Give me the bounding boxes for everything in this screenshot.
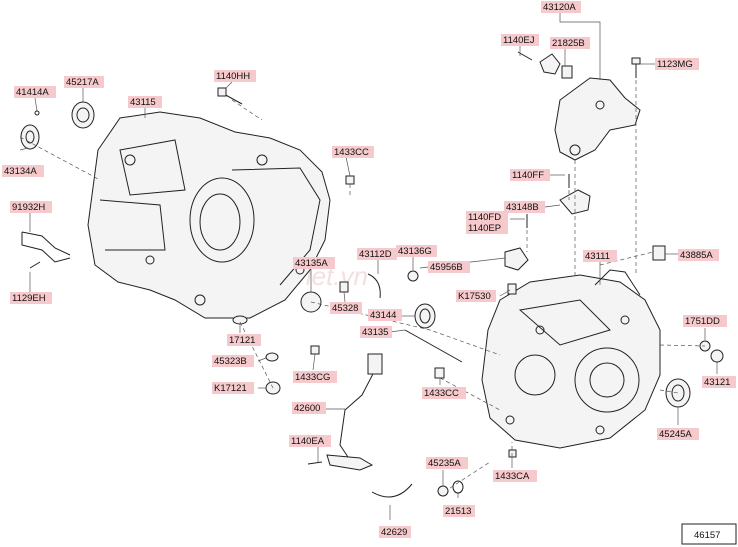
part-21825b-bracket — [539, 53, 561, 75]
svg-text:21825B: 21825B — [552, 38, 585, 49]
label-43121[interactable]: 43121 — [702, 376, 736, 388]
svg-text:43135A: 43135A — [295, 258, 328, 269]
svg-text:1433CG: 1433CG — [295, 372, 330, 383]
label-43885A[interactable]: 43885A — [678, 249, 719, 261]
page-code-box: 46157 — [681, 523, 737, 545]
svg-text:43136G: 43136G — [398, 246, 432, 257]
label-45956B[interactable]: 45956B — [428, 261, 470, 273]
label-1140HH[interactable]: 1140HH — [214, 70, 256, 82]
label-17121[interactable]: 17121 — [227, 334, 261, 346]
part-bushing — [561, 65, 573, 79]
svg-text:41414A: 41414A — [16, 87, 49, 98]
svg-text:45323B: 45323B — [214, 356, 247, 367]
label-43111[interactable]: 43111 — [583, 250, 617, 262]
svg-text:1140HH: 1140HH — [216, 71, 250, 82]
label-45328[interactable]: 45328 — [330, 302, 362, 314]
label-21825B[interactable]: 21825B — [550, 37, 590, 49]
svg-text:1140EP: 1140EP — [468, 223, 501, 234]
svg-text:1433CC: 1433CC — [424, 388, 459, 399]
svg-text:43148B: 43148B — [506, 202, 539, 213]
svg-text:1140FD: 1140FD — [468, 212, 501, 223]
label-1751DD[interactable]: 1751DD — [683, 315, 727, 327]
svg-text:42629: 42629 — [381, 527, 407, 538]
label-42629[interactable]: 42629 — [379, 526, 411, 538]
label-45245A[interactable]: 45245A — [657, 428, 699, 440]
svg-text:43885A: 43885A — [680, 250, 713, 261]
svg-text:43134A: 43134A — [4, 166, 37, 177]
label-43134A[interactable]: 43134A — [2, 165, 44, 177]
label-43136G[interactable]: 43136G — [396, 245, 437, 257]
part-labels: 43120A 1140EJ 21825B 1123MG 41414A 45217… — [2, 1, 736, 538]
label-1433CG[interactable]: 1433CG — [293, 371, 337, 383]
svg-text:43115: 43115 — [130, 97, 156, 108]
svg-text:K17121: K17121 — [214, 383, 247, 394]
svg-text:1140EJ: 1140EJ — [503, 35, 535, 46]
label-1140EA[interactable]: 1140EA — [289, 435, 331, 447]
svg-text:17121: 17121 — [229, 335, 255, 346]
svg-text:42600: 42600 — [294, 403, 320, 414]
svg-text:43112D: 43112D — [359, 249, 392, 260]
label-41414A[interactable]: 41414A — [14, 86, 56, 98]
label-45235A[interactable]: 45235A — [426, 457, 468, 469]
label-42600[interactable]: 42600 — [292, 402, 326, 414]
svg-text:43120A: 43120A — [543, 2, 576, 13]
svg-text:K17530: K17530 — [458, 291, 491, 302]
label-1433CA[interactable]: 1433CA — [493, 470, 537, 482]
label-91932H[interactable]: 91932H — [10, 201, 52, 213]
harness-42600 — [307, 353, 413, 498]
svg-text:43121: 43121 — [704, 377, 730, 388]
assembly-guides — [19, 80, 706, 489]
label-43135[interactable]: 43135 — [360, 326, 392, 338]
svg-text:1433CC: 1433CC — [334, 147, 369, 158]
label-1129EH[interactable]: 1129EH — [10, 292, 52, 304]
svg-text:1751DD: 1751DD — [685, 316, 720, 327]
svg-text:1433CA: 1433CA — [495, 471, 530, 482]
svg-text:43144: 43144 — [370, 310, 396, 321]
label-21513[interactable]: 21513 — [443, 505, 475, 517]
svg-text:1140EA: 1140EA — [291, 436, 325, 447]
svg-text:43135: 43135 — [362, 327, 388, 338]
label-43135A[interactable]: 43135A — [293, 257, 335, 269]
label-K17121[interactable]: K17121 — [212, 382, 254, 394]
svg-text:45328: 45328 — [332, 303, 358, 314]
label-43112D[interactable]: 43112D — [357, 248, 397, 260]
svg-text:1129EH: 1129EH — [12, 293, 46, 304]
transaxle-case-43111 — [481, 269, 661, 449]
label-1140FF[interactable]: 1140FF — [510, 169, 550, 181]
svg-text:45245A: 45245A — [659, 429, 692, 440]
svg-text:1140FF: 1140FF — [512, 170, 544, 181]
svg-text:45217A: 45217A — [66, 77, 99, 88]
label-43120A[interactable]: 43120A — [541, 1, 581, 13]
label-43115[interactable]: 43115 — [128, 96, 162, 108]
label-1140EP[interactable]: 1140EP — [466, 222, 508, 234]
label-1123MG[interactable]: 1123MG — [655, 58, 699, 70]
clutch-housing-43115 — [87, 111, 331, 319]
label-1433CC-upper[interactable]: 1433CC — [332, 146, 374, 158]
mount-bracket-43120A — [517, 51, 641, 161]
label-1140FD[interactable]: 1140FD — [466, 211, 508, 223]
page-code: 46157 — [694, 530, 720, 541]
label-43144[interactable]: 43144 — [368, 309, 402, 321]
svg-text:91932H: 91932H — [12, 202, 45, 213]
label-45323B[interactable]: 45323B — [212, 355, 254, 367]
label-1140EJ[interactable]: 1140EJ — [501, 34, 539, 46]
label-K17530[interactable]: K17530 — [456, 290, 496, 302]
svg-text:45956B: 45956B — [430, 262, 463, 273]
svg-text:1123MG: 1123MG — [657, 59, 693, 70]
label-43148B[interactable]: 43148B — [504, 201, 545, 213]
label-45217A[interactable]: 45217A — [64, 76, 104, 88]
label-1433CC-lower[interactable]: 1433CC — [422, 387, 466, 399]
svg-text:21513: 21513 — [445, 506, 471, 517]
svg-text:43111: 43111 — [585, 251, 610, 262]
svg-text:45235A: 45235A — [428, 458, 461, 469]
